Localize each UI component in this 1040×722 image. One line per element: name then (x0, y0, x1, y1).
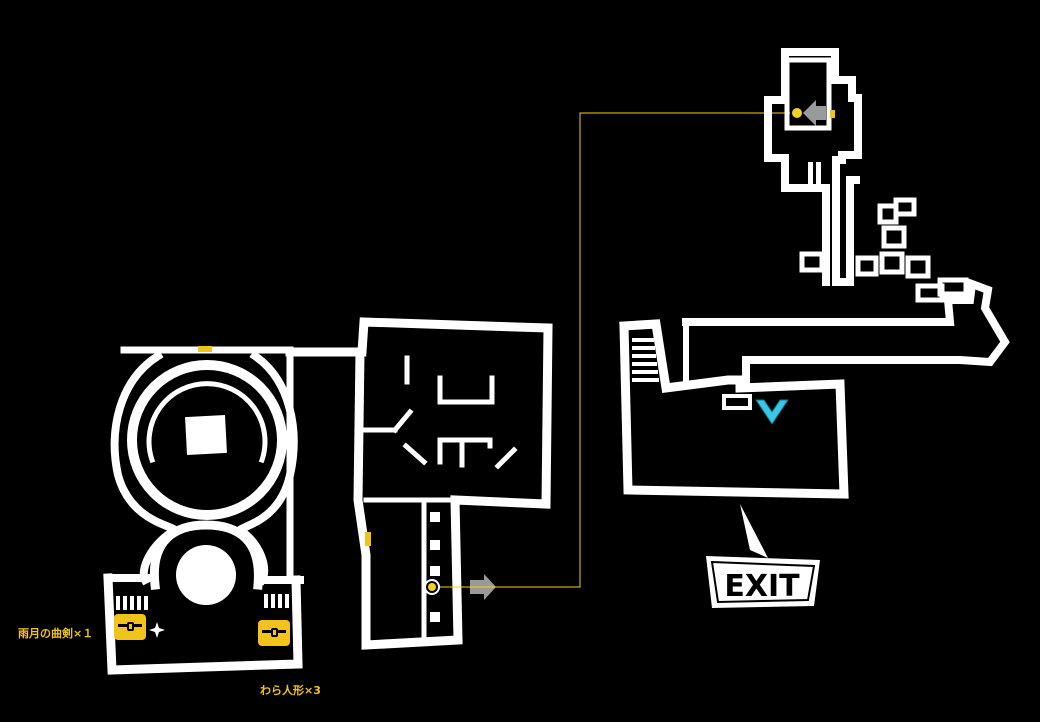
big-room (619, 319, 849, 499)
middle-outline (285, 317, 553, 650)
altar-block (185, 414, 227, 456)
stairs-right (264, 594, 289, 608)
item-label-sword: 雨月の曲剣×１ (18, 627, 94, 640)
tower-outline-left (764, 48, 830, 286)
treasure-chest-icon (258, 620, 290, 646)
left-complex (103, 346, 304, 675)
transfer-dot (428, 583, 436, 591)
stairs-left (116, 596, 148, 610)
left-arrow-icon (803, 100, 826, 126)
stairs-big-room (632, 338, 659, 382)
inner-arc (146, 381, 268, 464)
middle-building (285, 317, 553, 650)
v-shaped-save-point-icon (755, 399, 789, 425)
right-complex: EXIT (619, 48, 1010, 608)
hall-outer-wall-left (110, 350, 182, 586)
exit-speech-bubble: EXIT (706, 504, 820, 608)
route-line (440, 112, 790, 588)
door-middle (365, 532, 371, 546)
tower-outline-right (781, 48, 862, 286)
treasure-chest-icon (114, 614, 146, 640)
door-top (198, 346, 212, 352)
bottom-room-outline (103, 573, 303, 675)
long-corridor (682, 278, 1010, 384)
round-pillar (176, 545, 236, 605)
transfer-dot-top (792, 108, 802, 118)
sparkle-icon (149, 622, 165, 638)
circular-hall (127, 360, 287, 520)
item-label-doll: わら人形×3 (260, 684, 321, 697)
exit-label: EXIT (724, 569, 800, 604)
lower-chamber-arch (149, 520, 263, 590)
